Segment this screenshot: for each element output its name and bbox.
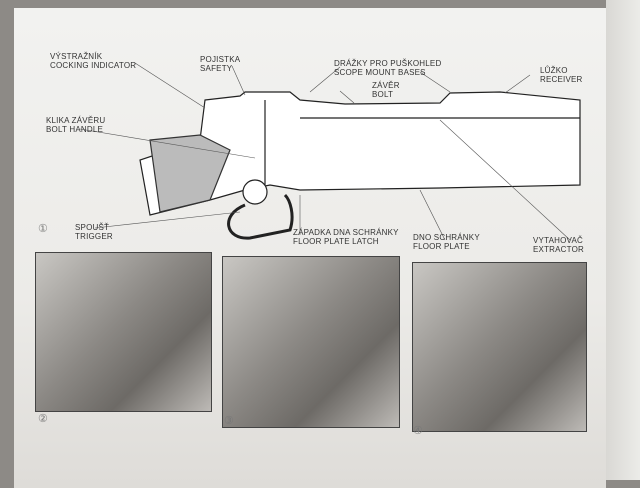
figure-number-4: ④ <box>413 425 423 437</box>
label-en: BOLT <box>372 90 394 99</box>
photo-floor-plate <box>412 262 587 432</box>
label-cz: KLIKA ZÁVĚRU <box>46 116 106 125</box>
label-cz: DNO SCHRÁNKY <box>413 233 480 242</box>
label-en: BOLT HANDLE <box>46 125 104 134</box>
label-en: SAFETY <box>200 64 233 73</box>
label-cz: DRÁŽKY PRO PUŠKOHLED <box>334 59 442 68</box>
label-cz: ZÁVĚR <box>372 81 400 90</box>
label-en: FLOOR PLATE <box>413 242 470 251</box>
figure-number-3: ③ <box>224 415 234 427</box>
label-cz: POJISTKA <box>200 55 241 64</box>
label-cz: VÝSTRAŽNÍK <box>50 52 103 61</box>
label-cz: VYTAHOVAČ <box>533 236 583 245</box>
figure-number-1: ① <box>38 223 48 235</box>
photo-floor-plate-latch <box>222 256 400 428</box>
label-en: COCKING INDICATOR <box>50 61 137 70</box>
label-en: RECEIVER <box>540 75 583 84</box>
photo-remove-stock <box>35 252 212 412</box>
label-en: SCOPE MOUNT BASES <box>334 68 426 77</box>
figure-number-2: ② <box>38 413 48 425</box>
label-en: EXTRACTOR <box>533 245 584 254</box>
label-cz: SPOUŠŤ <box>75 223 110 232</box>
label-cz: LŮŽKO <box>540 66 568 75</box>
label-cz: ZÁPADKA DNA SCHRÁNKY <box>293 228 399 237</box>
label-en: TRIGGER <box>75 232 113 241</box>
next-page-edge <box>606 0 640 480</box>
label-en: FLOOR PLATE LATCH <box>293 237 379 246</box>
